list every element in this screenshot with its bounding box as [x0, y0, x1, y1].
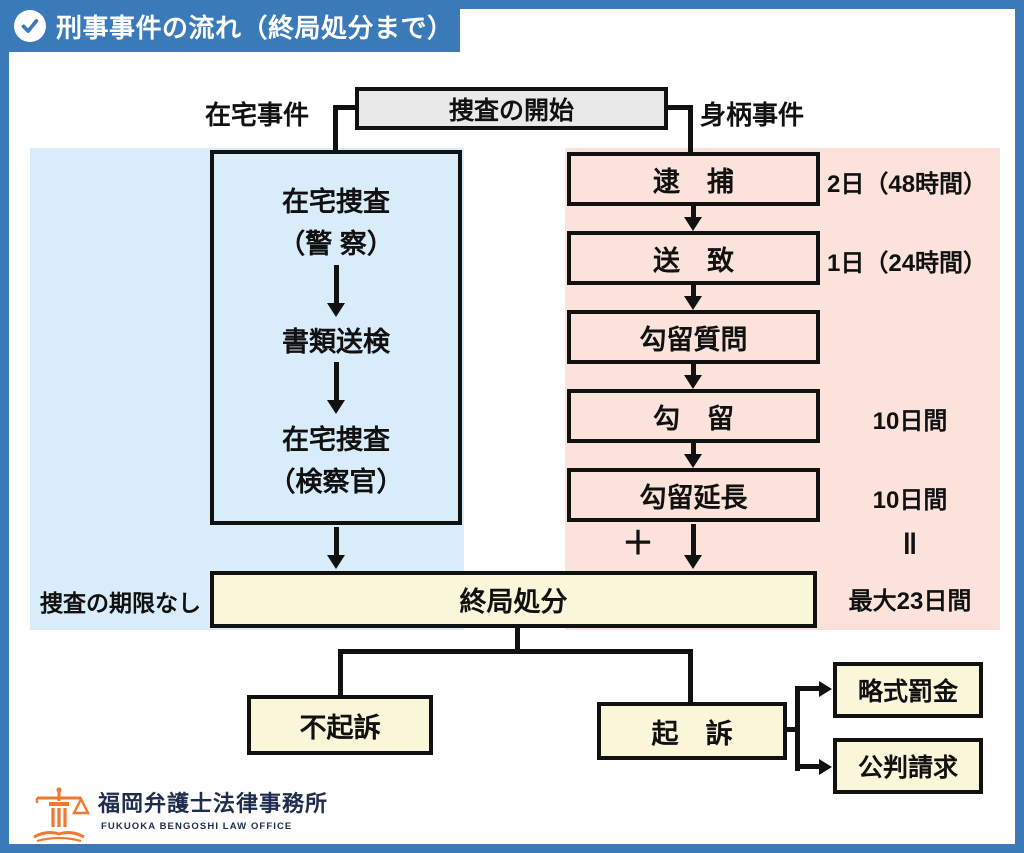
- connector-line: [691, 524, 696, 556]
- arrow-down-icon: [327, 555, 345, 569]
- plus-sign: ＋: [622, 525, 655, 561]
- annotation-enchou-duration: 10日間: [872, 487, 948, 514]
- step-zaitaku-sousa-keisatsu-sub: （警 察）: [278, 229, 394, 260]
- connector-line: [666, 105, 690, 110]
- node-kouhan-seikyu: 公判請求: [833, 738, 983, 794]
- node-kouryu-enchou: 勾留延長: [567, 468, 820, 522]
- arrow-right-icon: [819, 759, 832, 775]
- connector-line: [688, 105, 693, 153]
- annotation-taiho-duration: 2日（48時間）: [827, 171, 988, 198]
- node-taiho: 逮 捕: [567, 152, 820, 206]
- node-kouryu: 勾 留: [567, 389, 820, 443]
- node-ryakushiki-bakkin: 略式罰金: [833, 662, 983, 718]
- equals-sign: ‖: [902, 528, 918, 561]
- step-shorui-souken: 書類送検: [282, 326, 390, 357]
- annotation-kouryu-duration: 10日間: [872, 408, 948, 435]
- header-bar: 刑事事件の流れ（終局処分まで）: [0, 0, 460, 52]
- connector-line: [795, 686, 800, 771]
- arrow-right-icon: [819, 681, 832, 697]
- node-final-disposition: 終局処分: [210, 571, 817, 628]
- connector-line: [335, 105, 357, 110]
- connector-line: [795, 764, 819, 769]
- annotation-souchi-duration: 1日（24時間）: [827, 250, 988, 277]
- scales-of-justice-icon: [33, 787, 90, 843]
- office-logo: 福岡弁護士法律事務所 FUKUOKA BENGOSHI LAW OFFICE: [28, 786, 328, 844]
- arrow-down-icon: [684, 454, 702, 468]
- node-kouryu-shitsumon: 勾留質問: [567, 310, 820, 364]
- label-zaitaku-jiken: 在宅事件: [205, 100, 310, 130]
- connector-line: [333, 105, 338, 151]
- label-migara-jiken: 身柄事件: [700, 100, 805, 130]
- connector-line: [338, 649, 343, 695]
- arrow-down-icon: [684, 555, 702, 569]
- connector-line: [688, 649, 693, 702]
- arrow-down-icon: [684, 217, 702, 231]
- annotation-total-duration: 最大23日間: [848, 588, 972, 615]
- arrow-down-icon: [684, 375, 702, 389]
- office-name-en: FUKUOKA BENGOSHI LAW OFFICE: [101, 821, 293, 832]
- node-start-investigation: 捜査の開始: [355, 87, 668, 130]
- connector-line: [338, 649, 693, 654]
- step-zaitaku-sousa-kensatsukan: 在宅捜査: [282, 424, 390, 455]
- step-zaitaku-sousa-keisatsu: 在宅捜査: [282, 187, 390, 217]
- connector-line: [515, 628, 520, 652]
- connector-line: [795, 686, 819, 691]
- page-title: 刑事事件の流れ（終局処分まで）: [56, 12, 454, 43]
- node-fukiso: 不起訴: [247, 695, 433, 755]
- connector-line: [691, 206, 696, 218]
- connector-line: [691, 364, 696, 376]
- arrow-down-icon: [684, 296, 702, 310]
- connector-line: [334, 527, 339, 556]
- connector-line: [785, 727, 800, 732]
- node-kiso: 起 訴: [597, 702, 787, 760]
- step-zaitaku-sousa-kensatsukan-sub: （検察官）: [268, 466, 404, 497]
- office-name: 福岡弁護士法律事務所: [98, 791, 329, 816]
- node-souchi: 送 致: [567, 231, 820, 285]
- connector-line: [691, 285, 696, 297]
- node-zaitaku-flow: 在宅捜査 （警 察） 書類送検 在宅捜査 （検察官）: [210, 150, 462, 525]
- connector-line: [691, 443, 696, 455]
- label-no-time-limit: 捜査の期限なし: [40, 590, 201, 616]
- arrow-down-icon: [327, 264, 345, 317]
- check-icon: [14, 10, 46, 42]
- arrow-down-icon: [327, 362, 345, 415]
